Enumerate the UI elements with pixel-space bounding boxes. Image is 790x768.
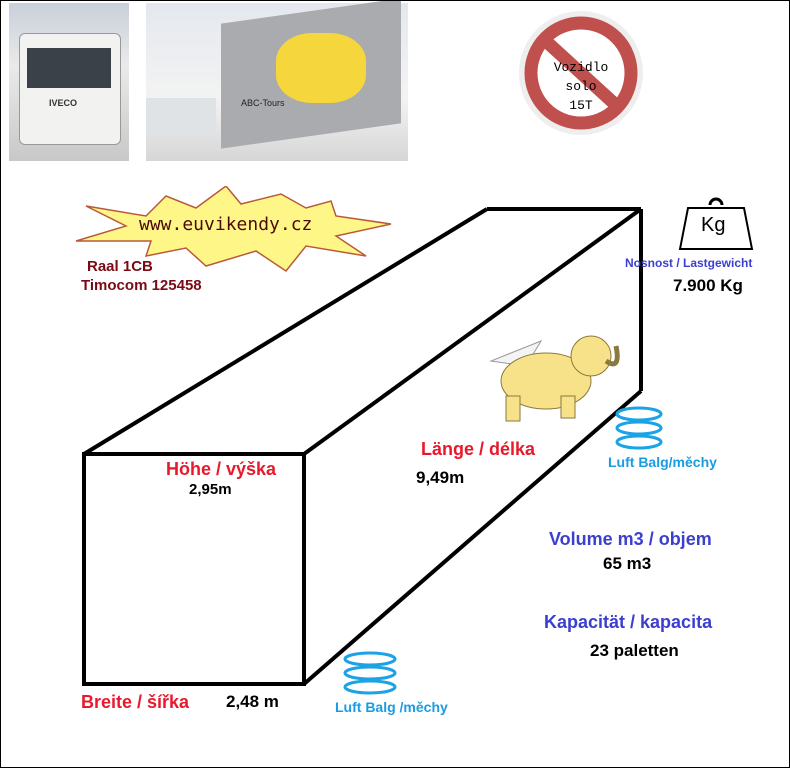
timocom-id: Timocom 125458 <box>81 277 202 294</box>
truck-side-photo: ABC-Tours <box>146 1 408 161</box>
width-label: Breite / šířka <box>81 692 190 712</box>
capacity-value: 23 paletten <box>590 641 679 660</box>
weight-value: 7.900 Kg <box>673 276 743 295</box>
website-starburst <box>75 186 392 273</box>
height-label: Höhe / výška <box>166 459 277 479</box>
weight-label: Nosnost / Lastgewicht <box>625 256 753 270</box>
no-solo-vehicle-sign: Vozidlo solo 15T <box>516 11 646 136</box>
capacity-label: Kapacität / kapacita <box>544 612 713 632</box>
air-bag-rear-label: Luft Balg/měchy <box>608 454 717 470</box>
raal-id: Raal 1CB <box>87 258 153 275</box>
website-link[interactable]: www.euvikendy.cz <box>139 214 313 235</box>
flying-elephant-logo <box>489 335 620 422</box>
air-bag-front-label: Luft Balg /měchy <box>335 699 448 715</box>
volume-value: 65 m3 <box>603 554 652 573</box>
weight-icon <box>678 197 754 250</box>
volume-label: Volume m3 / objem <box>549 529 712 549</box>
height-value: 2,95m <box>189 481 232 498</box>
air-spring-icon-rear <box>615 406 663 450</box>
truck-front-photo: IVECO <box>9 3 129 161</box>
width-value: 2,48 m <box>226 692 279 711</box>
air-spring-icon-front <box>343 651 397 695</box>
length-label: Länge / délka <box>421 439 536 459</box>
length-value: 9,49m <box>416 468 465 487</box>
